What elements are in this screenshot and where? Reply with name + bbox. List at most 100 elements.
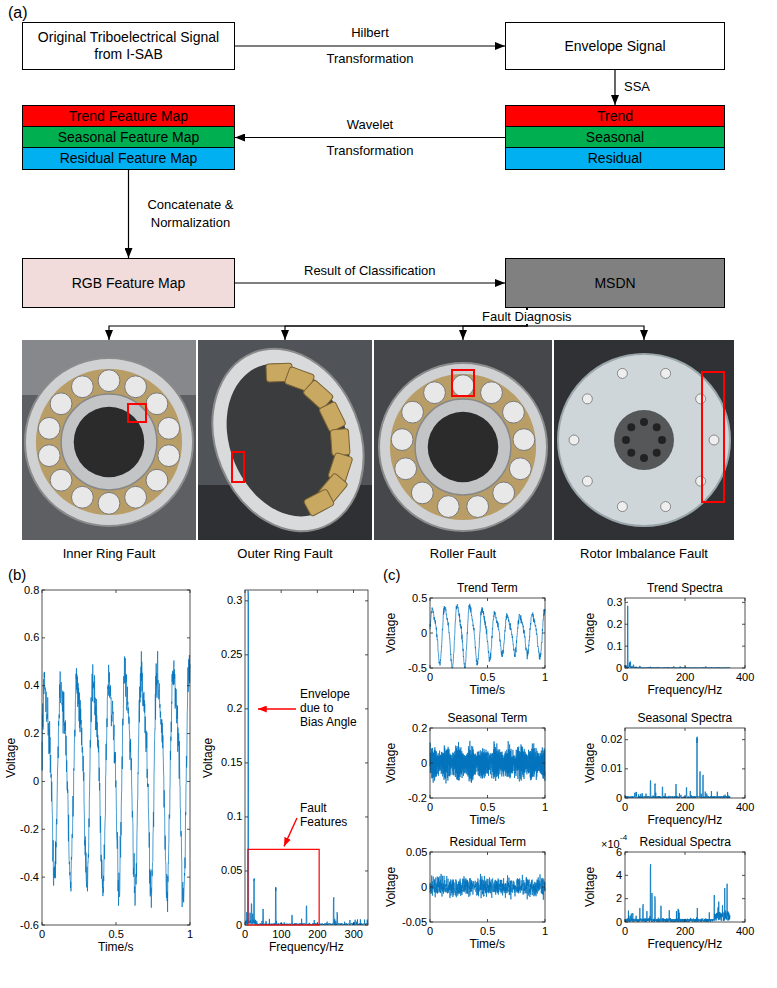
tick-mark [745,598,746,601]
tick-label: 0.15 [221,756,242,769]
signal-trace [430,741,545,783]
tick-mark [542,668,545,669]
bearing-roller [146,469,168,491]
flow-arrow [109,308,527,340]
photo-background [22,340,196,540]
bearing-roller [513,429,535,451]
bearing-outer-ring [25,358,193,526]
tick-mark [625,665,626,668]
box-text: Seasonal Feature Map [54,129,204,146]
tick-mark [625,852,628,853]
axis-label: Voltage [385,867,399,907]
tick-label: 200 [308,928,326,941]
tick-mark [187,685,190,686]
tick-mark [745,852,746,855]
hub-bolt [653,449,661,457]
bearing-roller [437,496,459,518]
tick-label: 0 [622,671,628,684]
tick-label: 0.2 [24,727,39,740]
axis-label: Frequency/Hz [648,684,723,698]
photo-panel: Roller Fault [374,340,552,540]
tick-mark [430,887,433,888]
tick-mark [487,852,488,855]
tick-mark [487,665,488,668]
plot-title: Seasonal Term [448,712,528,726]
component-band: Seasonal [505,126,725,149]
tick-mark [430,665,431,668]
tick-label: 0 [421,627,427,640]
tick-mark [430,852,431,855]
tick-mark [625,852,626,855]
tick-label: 400 [736,925,754,938]
bearing-roller [125,376,147,398]
tick-label: 0 [622,801,628,814]
tick-mark [745,728,746,731]
edge-label: SSA [624,80,650,95]
tick-mark [187,925,190,926]
rotor-hub [614,410,674,470]
bearing-roller [395,458,417,480]
tick-mark [742,768,745,769]
plot-title: Trend Spectra [647,582,723,596]
rotor-bolt [661,368,671,378]
tick-mark [742,668,745,669]
tick-mark [42,922,43,925]
hub-bolt [640,454,648,462]
tick-mark [187,877,190,878]
tick-label: -0.2 [20,823,39,836]
bearing-roller [493,482,515,504]
tick-mark [542,763,545,764]
tick-mark [742,875,745,876]
signal-trace [42,651,190,912]
photo-caption: Roller Fault [374,546,552,562]
tick-mark [353,590,354,593]
axis-label: Voltage [584,743,598,783]
box-text: RGB Feature Map [68,275,190,292]
bearing-outer-ring [186,326,390,554]
tick-mark [42,829,45,830]
tick-mark [245,654,248,655]
box-text: MSDN [590,275,639,292]
tick-mark [625,739,628,740]
tick-label: 4 [616,869,622,882]
tick-label: 0.05 [221,864,242,877]
tick-mark [187,733,190,734]
tick-label: 0.5 [480,801,495,814]
photo-caption: Outer Ring Fault [198,546,372,562]
tick-mark [742,922,745,923]
tick-label: -0.05 [402,916,427,929]
tick-mark [542,852,545,853]
rotor-disk [558,354,730,526]
tick-label: 0 [242,928,248,941]
tick-mark [245,762,248,763]
tick-mark [625,602,628,603]
plot-frame [430,852,545,922]
tick-label: 400 [736,801,754,814]
bearing-roller [411,482,433,504]
photo-caption: Rotor Imbalance Fault [554,546,734,562]
tick-mark [430,728,431,731]
tick-mark [42,877,45,878]
tick-mark [353,922,354,925]
tick-label: 1 [542,671,548,684]
tick-mark [116,922,117,925]
rotor-bolt [617,502,627,512]
tick-mark [190,922,191,925]
plot-frame [245,590,368,925]
tick-mark [430,919,431,922]
tick-mark [430,598,431,601]
component-band: Trend Feature Map [22,105,235,128]
tick-mark [745,665,746,668]
tick-mark [281,590,282,593]
process-box: Envelope Signal [505,22,725,70]
tick-label: 0.4 [24,679,39,692]
bearing-roller [71,486,93,508]
tick-label: 0 [622,925,628,938]
tick-mark [745,795,746,798]
tick-mark [187,781,190,782]
bearing-bore [428,412,499,483]
tick-mark [742,624,745,625]
tick-label: -0.4 [20,871,39,884]
tick-mark [365,925,368,926]
signal-trace [245,591,368,925]
